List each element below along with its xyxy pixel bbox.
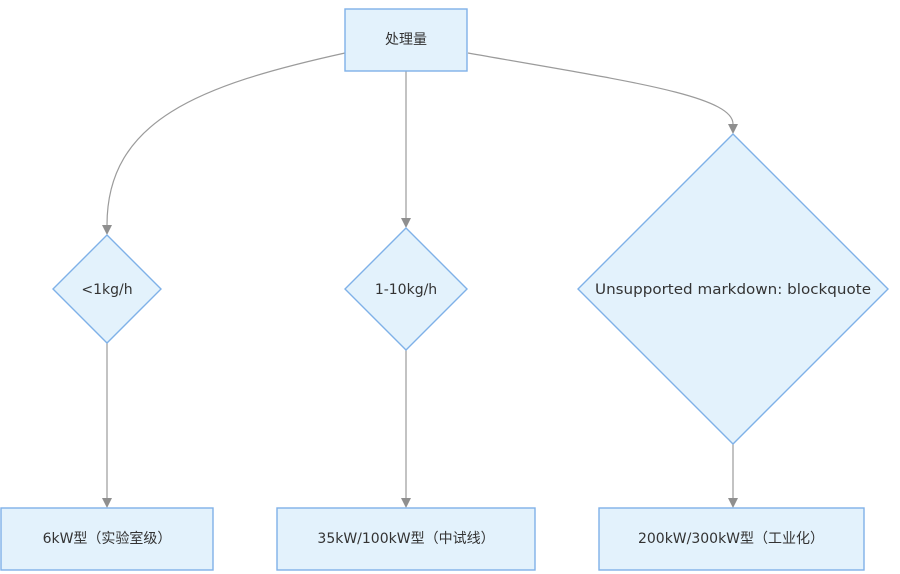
outcome-node-low[interactable]: 6kW型（实验室级） xyxy=(0,507,214,571)
arrowhead-outcome-low xyxy=(102,498,112,508)
decision-node-mid[interactable]: 1-10kg/h xyxy=(344,227,468,351)
decision-node-low[interactable]: <1kg/h xyxy=(52,234,162,344)
edges-decisions-to-outcomes xyxy=(102,343,738,508)
decision-node-mid-label: 1-10kg/h xyxy=(375,282,437,298)
arrowhead-decision-low xyxy=(102,225,112,235)
edges-root-to-decisions xyxy=(102,52,738,235)
edge-root-to-decision-low xyxy=(106,52,346,226)
arrowhead-outcome-high xyxy=(728,498,738,508)
arrowhead-decision-high xyxy=(728,124,738,134)
decision-node-low-shape xyxy=(52,234,162,344)
outcome-node-mid[interactable]: 35kW/100kW型（中试线） xyxy=(276,507,536,571)
outcome-node-low-box xyxy=(0,507,214,571)
outcome-node-high[interactable]: 200kW/300kW型（工业化） xyxy=(598,507,865,571)
arrowhead-outcome-mid xyxy=(401,498,411,508)
root-node[interactable]: 处理量 xyxy=(344,8,468,72)
decision-node-high-label: Unsupported markdown: blockquote xyxy=(595,282,871,298)
edge-root-to-decision-high xyxy=(467,52,734,125)
outcome-node-mid-box xyxy=(276,507,536,571)
root-node-label: 处理量 xyxy=(385,32,427,48)
outcome-node-low-label: 6kW型（实验室级） xyxy=(43,530,172,547)
decision-node-high[interactable]: Unsupported markdown: blockquote xyxy=(577,133,889,445)
decision-node-mid-shape xyxy=(344,227,468,351)
outcome-node-high-box xyxy=(598,507,865,571)
decision-node-high-shape xyxy=(577,133,889,445)
outcome-node-mid-label: 35kW/100kW型（中试线） xyxy=(317,531,494,547)
root-node-box xyxy=(344,8,468,72)
decision-node-low-label: <1kg/h xyxy=(81,282,132,298)
outcome-node-high-label: 200kW/300kW型（工业化） xyxy=(638,531,824,547)
arrowhead-decision-mid xyxy=(401,218,411,228)
